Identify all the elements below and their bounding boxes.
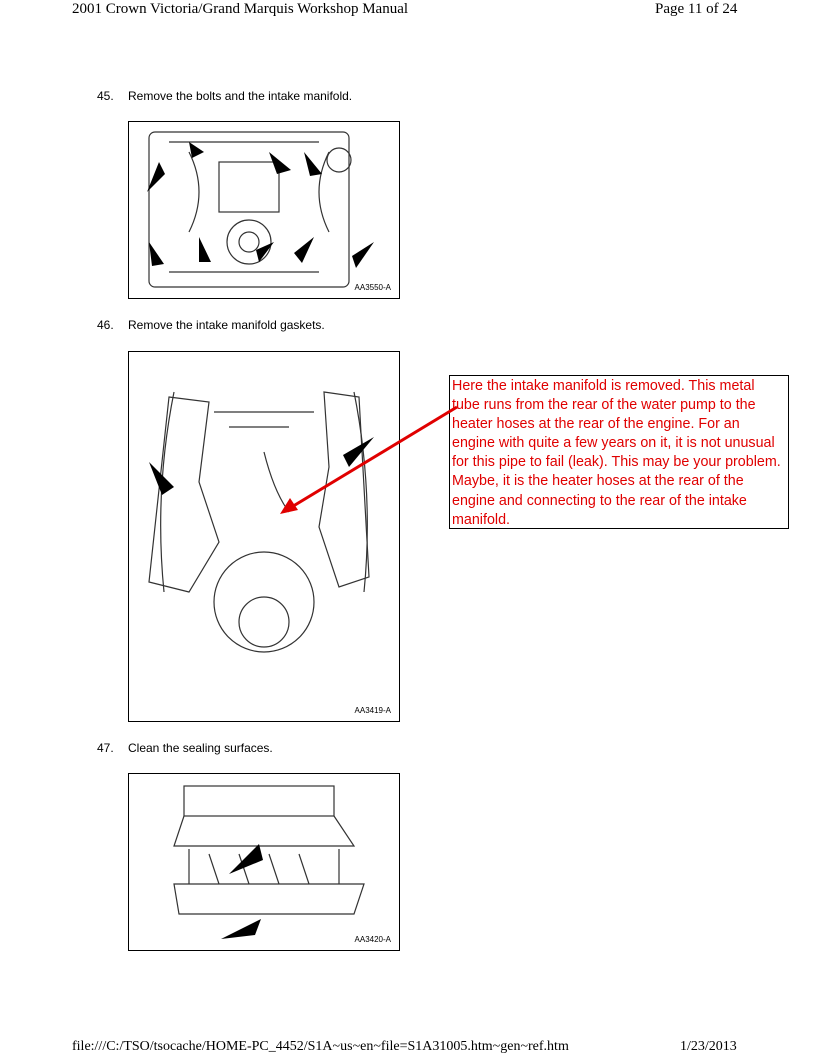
step-47: 47. Clean the sealing surfaces.: [97, 741, 273, 755]
step-number: 45.: [97, 89, 114, 103]
page-number: Page 11 of 24: [655, 1, 738, 17]
figure-caption: AA3420-A: [354, 935, 391, 944]
figure-intake-gaskets: AA3419-A: [128, 351, 400, 722]
step-number: 46.: [97, 318, 114, 332]
step-46: 46. Remove the intake manifold gaskets.: [97, 318, 325, 332]
step-text: Remove the intake manifold gaskets.: [128, 318, 325, 332]
step-text: Remove the bolts and the intake manifold…: [128, 89, 353, 103]
step-number: 47.: [97, 741, 114, 755]
engine-illustration: [148, 391, 374, 653]
step-45: 45. Remove the bolts and the intake manif…: [97, 89, 352, 103]
annotation-box: Here the intake manifold is removed. Thi…: [449, 375, 789, 529]
figure-sealing-surfaces: AA3420-A: [128, 773, 400, 951]
step-text: Clean the sealing surfaces.: [128, 741, 273, 755]
figure-caption: AA3419-A: [354, 706, 391, 715]
print-date: 1/23/2013: [680, 1039, 737, 1054]
figure-intake-manifold-bolts: AA3550-A: [128, 121, 400, 299]
figure-caption: AA3550-A: [354, 283, 391, 292]
engine-illustration: [147, 131, 374, 288]
manual-title: 2001 Crown Victoria/Grand Marquis Worksh…: [72, 1, 409, 17]
engine-illustration: [173, 785, 365, 939]
file-path: file:///C:/TSO/tsocache/HOME-PC_4452/S1A…: [72, 1039, 569, 1054]
